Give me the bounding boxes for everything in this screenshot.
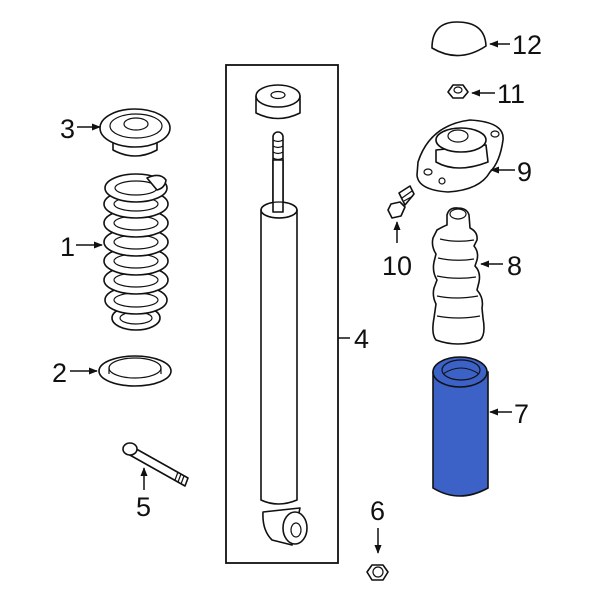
callout-6: 6 <box>370 496 385 554</box>
svg-text:7: 7 <box>514 399 529 429</box>
callout-10: 10 <box>382 221 412 281</box>
callout-3: 3 <box>60 114 101 144</box>
lower-mount-bolt[interactable] <box>122 442 189 487</box>
svg-text:5: 5 <box>136 492 151 522</box>
svg-text:1: 1 <box>60 232 75 262</box>
lower-spring-seat[interactable] <box>98 355 172 387</box>
callout-1: 1 <box>60 232 103 262</box>
callout-9: 9 <box>490 157 532 187</box>
svg-text:3: 3 <box>60 114 75 144</box>
svg-text:8: 8 <box>507 251 522 281</box>
coil-spring[interactable] <box>103 173 169 331</box>
callout-5: 5 <box>136 467 151 522</box>
upper-nut[interactable] <box>447 84 469 99</box>
bump-stop[interactable] <box>431 207 485 345</box>
shock-absorber-assembly[interactable] <box>225 64 339 564</box>
dust-boot[interactable] <box>432 356 489 497</box>
svg-text:9: 9 <box>517 157 532 187</box>
upper-spring-seat[interactable] <box>99 108 171 157</box>
callout-11: 11 <box>471 79 525 109</box>
svg-text:2: 2 <box>52 358 67 388</box>
lower-mount-nut[interactable] <box>366 564 389 581</box>
callout-8: 8 <box>480 251 522 281</box>
svg-text:4: 4 <box>354 324 369 354</box>
upper-mount-bolt[interactable] <box>387 185 415 219</box>
callout-7: 7 <box>489 399 529 429</box>
callout-12: 12 <box>489 30 542 60</box>
svg-text:6: 6 <box>370 496 385 526</box>
svg-text:11: 11 <box>497 79 525 109</box>
upper-mount[interactable] <box>416 119 504 193</box>
callout-2: 2 <box>52 358 98 388</box>
svg-text:12: 12 <box>512 30 542 60</box>
cap[interactable] <box>431 21 487 57</box>
svg-text:10: 10 <box>382 251 412 281</box>
callout-4: 4 <box>338 324 369 354</box>
